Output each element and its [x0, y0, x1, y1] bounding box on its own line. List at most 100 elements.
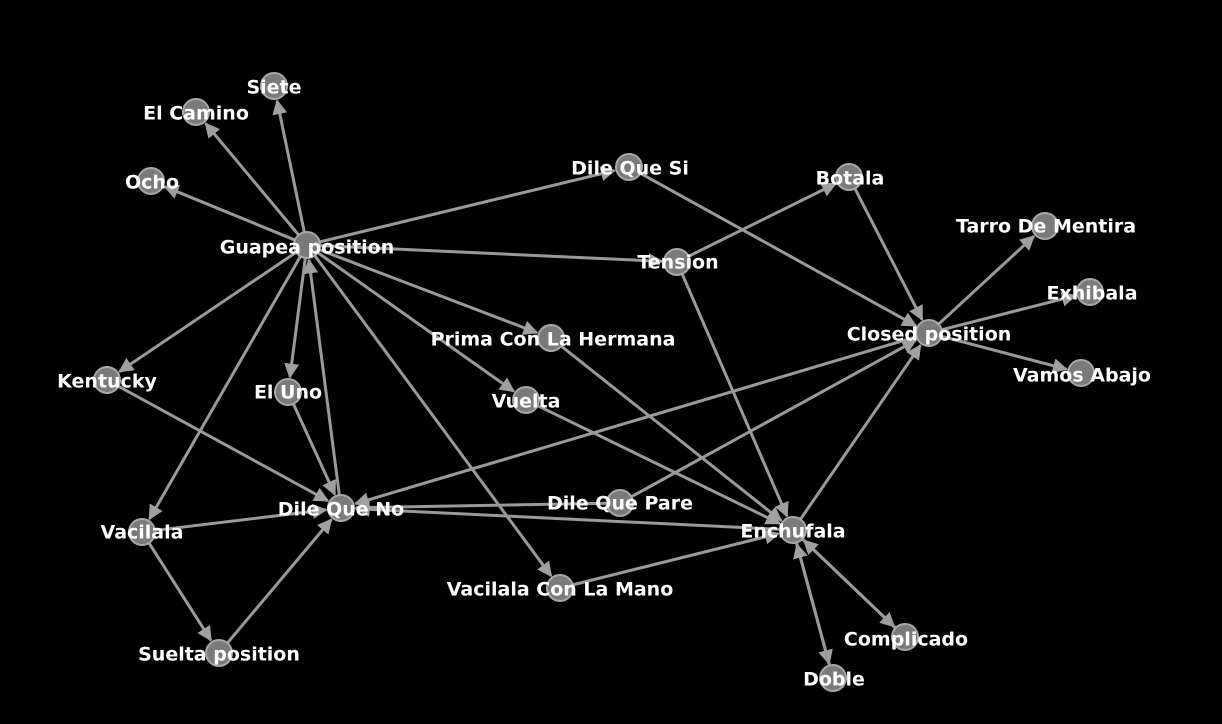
edge-tension-to-botala — [687, 182, 837, 258]
edge-guapea-to-tension — [319, 244, 664, 269]
node-circle[interactable] — [182, 98, 210, 126]
edge-guapea-to-siete — [272, 99, 306, 233]
node-circle[interactable] — [891, 623, 919, 651]
node-label: Exhibala — [1046, 283, 1137, 305]
edge-tension-to-enchufala — [680, 273, 789, 518]
node-label: Guapea position — [220, 237, 395, 259]
edge-complicado-to-enchufala — [802, 539, 897, 630]
edge-kentucky-to-dile_que_no — [117, 384, 330, 503]
edge-guapea-to-vacilala — [148, 255, 302, 521]
node-circle[interactable] — [1067, 359, 1095, 387]
node-circle[interactable] — [537, 324, 565, 352]
node-closed[interactable]: Closed position — [847, 319, 1012, 347]
node-circle[interactable] — [137, 167, 165, 195]
edge-dile_que_si-to-closed — [639, 171, 918, 328]
edge-vacilala-to-suelta — [147, 542, 213, 642]
edge-vacilala-to-dile_que_no — [154, 503, 328, 532]
node-circle[interactable] — [606, 489, 634, 517]
node-label: Suelta position — [138, 644, 300, 666]
node-botala[interactable]: Botala — [816, 163, 885, 191]
edge-enchufala-to-dile_que_no — [354, 501, 781, 531]
node-el_camino[interactable]: El Camino — [143, 98, 249, 126]
node-label: Dile Que Pare — [547, 493, 693, 515]
node-label: Prima Con La Hermana — [431, 329, 676, 351]
node-label: Closed position — [847, 324, 1012, 346]
node-siete[interactable]: Siete — [246, 72, 302, 100]
node-label: Siete — [246, 77, 301, 99]
edge-vuelta-to-enchufala — [537, 404, 781, 525]
node-tension[interactable]: Tension — [637, 248, 719, 276]
edge-dile_que_pare-to-closed — [630, 338, 918, 499]
node-label: Tension — [637, 252, 718, 274]
node-circle[interactable] — [1031, 212, 1059, 240]
edge-guapea-to-ocho — [163, 184, 296, 242]
node-label: Dile Que Si — [571, 158, 689, 180]
node-circle[interactable] — [835, 163, 863, 191]
edge-dile_que_pare-to-dile_que_no — [354, 499, 608, 515]
edge-vacilala_mano-to-enchufala — [572, 529, 780, 587]
node-label: El Camino — [143, 103, 249, 125]
node-circle[interactable] — [93, 366, 121, 394]
edge-enchufala-to-closed — [799, 344, 922, 521]
node-circle[interactable] — [915, 319, 943, 347]
node-complicado[interactable]: Complicado — [844, 623, 968, 651]
node-circle[interactable] — [293, 231, 321, 259]
node-circle[interactable] — [779, 516, 807, 544]
edge-guapea-to-el_camino — [204, 122, 300, 236]
node-vacilala_mano[interactable]: Vacilala Con La Mano — [447, 574, 674, 602]
node-label: Dile Que No — [278, 499, 404, 521]
node-circle[interactable] — [205, 639, 233, 667]
edge-botala-to-closed — [853, 187, 924, 321]
edge-guapea-to-prima — [318, 248, 539, 335]
edge-closed-to-tarro — [937, 235, 1036, 326]
node-circle[interactable] — [327, 494, 355, 522]
node-guapea[interactable]: Guapea position — [220, 231, 395, 259]
edge-guapea-to-dile_que_si — [319, 166, 616, 244]
node-circle[interactable] — [274, 378, 302, 406]
node-label: Vacilala Con La Mano — [447, 579, 674, 601]
node-circle[interactable] — [128, 518, 156, 546]
node-label: Tarro De Mentira — [956, 216, 1136, 238]
node-suelta[interactable]: Suelta position — [138, 639, 300, 667]
edge-doble-to-enchufala — [793, 543, 832, 666]
node-vacilala[interactable]: Vacilala — [101, 518, 184, 546]
edge-suelta-to-dile_que_no — [226, 518, 333, 645]
edge-closed-to-dile_que_no — [353, 335, 917, 508]
node-circle[interactable] — [615, 153, 643, 181]
node-dile_que_no[interactable]: Dile Que No — [278, 494, 404, 522]
edge-guapea-to-el_uno — [284, 257, 307, 379]
edge-guapea-to-kentucky — [118, 251, 298, 373]
node-label: Vacilala — [101, 522, 184, 544]
node-vuelta[interactable]: Vuelta — [492, 386, 561, 414]
node-doble[interactable]: Doble — [803, 664, 865, 692]
node-label: Enchufala — [740, 521, 845, 543]
node-vamos_abajo[interactable]: Vamos Abajo — [1013, 359, 1151, 387]
edges-layer — [117, 99, 1077, 666]
node-label: Kentucky — [57, 371, 157, 393]
node-label: Vamos Abajo — [1013, 365, 1151, 387]
node-label: Ocho — [125, 172, 179, 194]
edge-closed-to-exhibala — [941, 291, 1077, 332]
edge-prima-to-enchufala — [560, 344, 783, 522]
node-label: Vuelta — [492, 391, 561, 413]
node-circle[interactable] — [819, 664, 847, 692]
node-exhibala[interactable]: Exhibala — [1046, 278, 1138, 306]
node-label: El Uno — [254, 382, 322, 404]
node-circle[interactable] — [1076, 278, 1104, 306]
edge-guapea-to-vacilala_mano — [313, 254, 553, 578]
edge-closed-to-vamos_abajo — [941, 334, 1068, 373]
node-enchufala[interactable]: Enchufala — [740, 516, 846, 544]
node-prima[interactable]: Prima Con La Hermana — [431, 324, 676, 352]
node-circle[interactable] — [512, 386, 540, 414]
node-dile_que_pare[interactable]: Dile Que Pare — [547, 489, 693, 517]
node-dile_que_si[interactable]: Dile Que Si — [571, 153, 689, 181]
node-kentucky[interactable]: Kentucky — [57, 366, 157, 394]
node-circle[interactable] — [663, 248, 691, 276]
node-circle[interactable] — [260, 72, 288, 100]
node-el_uno[interactable]: El Uno — [254, 378, 322, 406]
node-circle[interactable] — [546, 574, 574, 602]
node-ocho[interactable]: Ocho — [125, 167, 179, 195]
node-tarro[interactable]: Tarro De Mentira — [956, 212, 1136, 240]
